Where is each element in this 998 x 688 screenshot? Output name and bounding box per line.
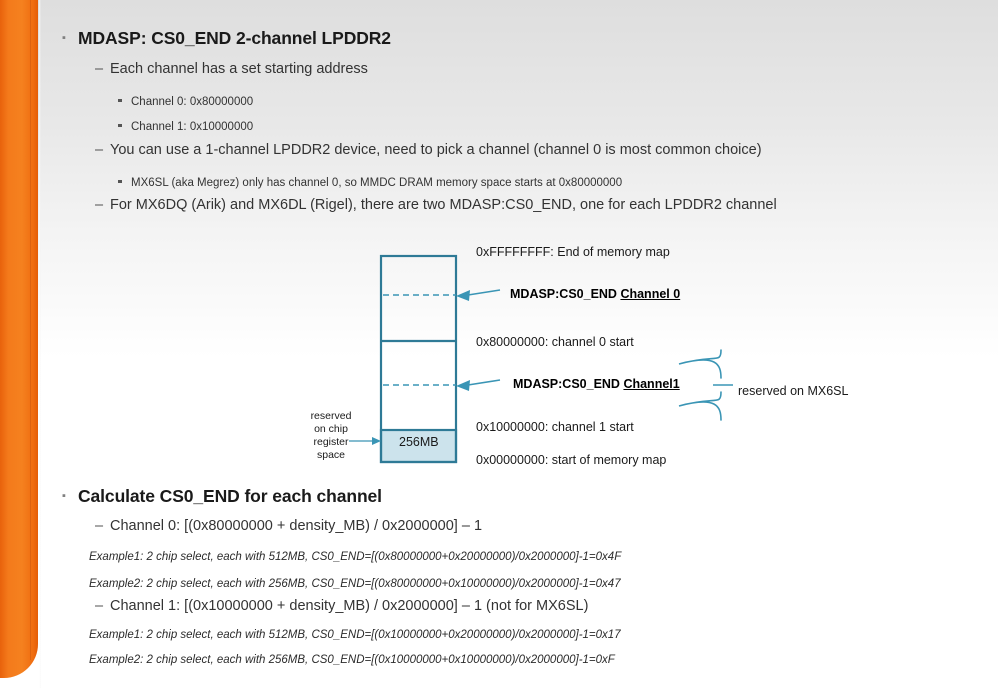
caption-line-1: reserved bbox=[310, 410, 352, 422]
brace-upper-half bbox=[678, 349, 722, 379]
square-bullet-icon bbox=[118, 89, 131, 107]
square-bullet-icon bbox=[118, 170, 131, 188]
arrow-line-ch1 bbox=[467, 379, 501, 386]
label-mdasp-channel1: MDASP:CS0_END Channel1 bbox=[513, 377, 680, 391]
section1-sub1: Channel 0: 0x80000000 bbox=[131, 96, 254, 108]
section2-ch0-formula: Channel 0: [(0x80000000 + density_MB) / … bbox=[110, 518, 483, 534]
section1-sub3: MX6SL (aka Megrez) only has channel 0, s… bbox=[131, 177, 623, 189]
arrow-head-reserved-onchip bbox=[372, 437, 381, 445]
section1-title: MDASP: CS0_END 2-channel LPDDR2 bbox=[78, 28, 391, 48]
mdasp-ch0-prefix: MDASP:CS0_END bbox=[510, 287, 621, 301]
label-channel0-start: 0x80000000: channel 0 start bbox=[476, 335, 634, 349]
mdasp-ch0-underlined: Channel 0 bbox=[620, 287, 681, 301]
label-mdasp-channel0: MDASP:CS0_END Channel 0 bbox=[510, 287, 680, 301]
section2-ch0-example1: Example1: 2 chip select, each with 512MB… bbox=[89, 551, 622, 563]
dash-bullet-icon: – bbox=[95, 518, 104, 534]
caption-line-4: space bbox=[316, 449, 346, 461]
orange-bar-highlight bbox=[30, 0, 31, 660]
label-channel1-start: 0x10000000: channel 1 start bbox=[476, 420, 634, 434]
dash-bullet-icon: – bbox=[95, 197, 104, 213]
section1-bullet3: For MX6DQ (Arik) and MX6DL (Rigel), ther… bbox=[110, 197, 777, 213]
square-bullet-icon bbox=[118, 114, 131, 132]
bullet-channel0-formula: – Channel 0: [(0x80000000 + density_MB) … bbox=[95, 518, 482, 534]
section1-bullet1: Each channel has a set starting address bbox=[110, 61, 368, 77]
bullet-dot-icon: ▪ bbox=[62, 490, 66, 502]
caption-line-3: register bbox=[313, 436, 349, 448]
section2-ch1-example1: Example1: 2 chip select, each with 512MB… bbox=[89, 629, 621, 641]
section2-title: Calculate CS0_END for each channel bbox=[78, 486, 382, 506]
bullet-each-channel: – Each channel has a set starting addres… bbox=[95, 61, 368, 77]
section-heading-calculate: ▪ Calculate CS0_END for each channel bbox=[62, 486, 382, 507]
section1-sub2: Channel 1: 0x10000000 bbox=[131, 121, 254, 133]
bullet-channel0-address: Channel 0: 0x80000000 bbox=[118, 92, 253, 110]
bullet-dot-icon: ▪ bbox=[62, 32, 66, 44]
arrow-line-ch0 bbox=[467, 289, 501, 296]
label-reserved-on-mx6sl: reserved on MX6SL bbox=[738, 384, 849, 398]
label-block-256mb: 256MB bbox=[399, 435, 439, 449]
bullet-one-channel-device: – You can use a 1-channel LPDDR2 device,… bbox=[95, 142, 762, 158]
section1-bullet2: You can use a 1-channel LPDDR2 device, n… bbox=[110, 142, 762, 158]
caption-line-2: on chip bbox=[314, 423, 348, 435]
dash-bullet-icon: – bbox=[95, 598, 104, 614]
caption-reserved-onchip-register-space: reserved on chip register space bbox=[303, 410, 359, 462]
brace-lower-half bbox=[678, 391, 722, 421]
dash-bullet-icon: – bbox=[95, 142, 104, 158]
section-heading-mdasp: ▪ MDASP: CS0_END 2-channel LPDDR2 bbox=[62, 28, 391, 49]
bullet-mx6sl-note: MX6SL (aka Megrez) only has channel 0, s… bbox=[118, 173, 622, 191]
bullet-mx6dq-mx6dl: – For MX6DQ (Arik) and MX6DL (Rigel), th… bbox=[95, 197, 777, 213]
section2-ch1-formula: Channel 1: [(0x10000000 + density_MB) / … bbox=[110, 598, 589, 614]
arrow-head-ch1 bbox=[456, 380, 470, 391]
bullet-channel1-formula: – Channel 1: [(0x10000000 + density_MB) … bbox=[95, 598, 588, 614]
section2-ch0-example2: Example2: 2 chip select, each with 256MB… bbox=[89, 578, 621, 590]
bullet-channel1-address: Channel 1: 0x10000000 bbox=[118, 117, 253, 135]
dash-bullet-icon: – bbox=[95, 61, 104, 77]
memory-column-outline bbox=[379, 254, 458, 464]
section2-ch1-example2: Example2: 2 chip select, each with 256MB… bbox=[89, 654, 615, 666]
slide-left-edge bbox=[39, 0, 41, 688]
arrow-head-ch0 bbox=[456, 290, 470, 301]
mdasp-ch1-prefix: MDASP:CS0_END bbox=[513, 377, 624, 391]
label-top-address: 0xFFFFFFFF: End of memory map bbox=[476, 245, 670, 259]
label-bottom-address: 0x00000000: start of memory map bbox=[476, 453, 667, 467]
mdasp-ch1-underlined: Channel1 bbox=[623, 377, 680, 391]
orange-accent-bar bbox=[0, 0, 38, 678]
